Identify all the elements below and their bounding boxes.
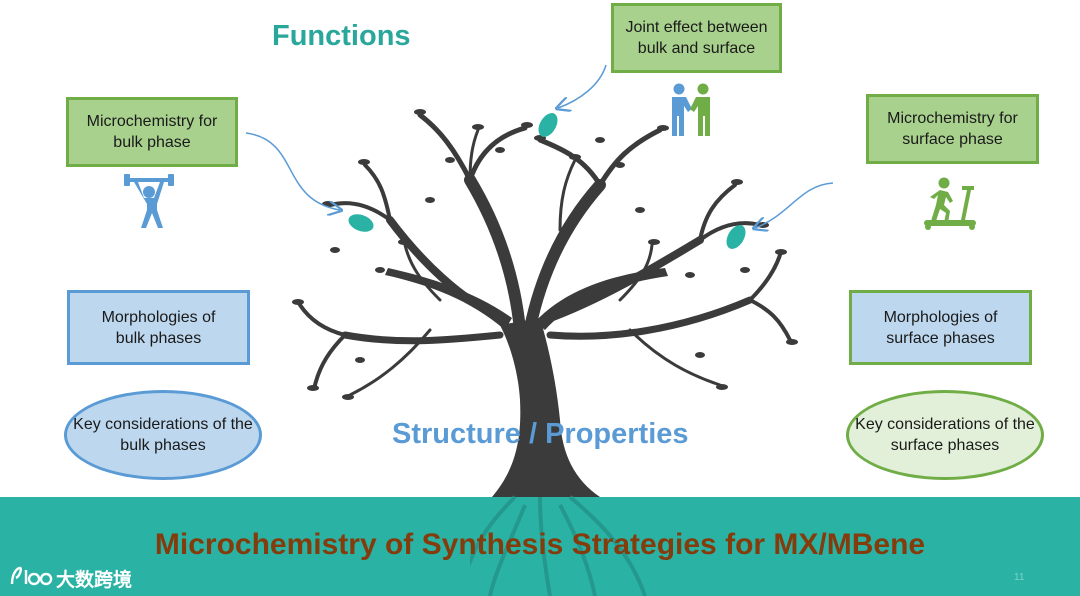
surface-microchemistry-label: Microchemistry for surface phase [887,110,1018,148]
bulk-microchemistry-label: Microchemistry for bulk phase [86,113,218,151]
leaf-icon [726,225,746,249]
watermark-text: 大数跨境 [56,569,133,591]
bulk-key-considerations-ellipse: Key considerations of the bulk phases [64,390,262,480]
bottom-title: Microchemistry of Synthesis Strategies f… [154,528,926,561]
surface-key-considerations-ellipse: Key considerations of the surface phases [846,390,1044,480]
functions-heading: Functions [272,20,411,52]
tree-roots [470,497,647,596]
page-number: 11 [1014,572,1025,583]
joint-effect-label: Joint effect between bulk and surface [625,19,768,57]
surface-morphologies-label: Morphologies of surface phases [883,308,998,347]
bulk-key-considerations-label: Key considerations of the bulk phases [73,416,253,454]
surface-microchemistry-box: Microchemistry for surface phase [866,94,1039,164]
bulk-microchemistry-box: Microchemistry for bulk phase [66,97,238,167]
structure-properties-heading: Structure / Properties [392,418,689,450]
handshake-icon [672,83,710,136]
logo-icon [10,566,53,586]
leaf-icon [538,113,558,137]
bulk-morphologies-box: Morphologies of bulk phases [67,290,250,365]
bulk-morphologies-label: Morphologies of bulk phases [101,308,216,347]
surface-key-considerations-label: Key considerations of the surface phases [855,416,1035,454]
treadmill-runner-icon [924,177,976,230]
leaf-icon [348,214,374,232]
joint-effect-box: Joint effect between bulk and surface [611,3,782,73]
surface-morphologies-box: Morphologies of surface phases [849,290,1032,365]
weightlifter-icon [124,174,174,228]
